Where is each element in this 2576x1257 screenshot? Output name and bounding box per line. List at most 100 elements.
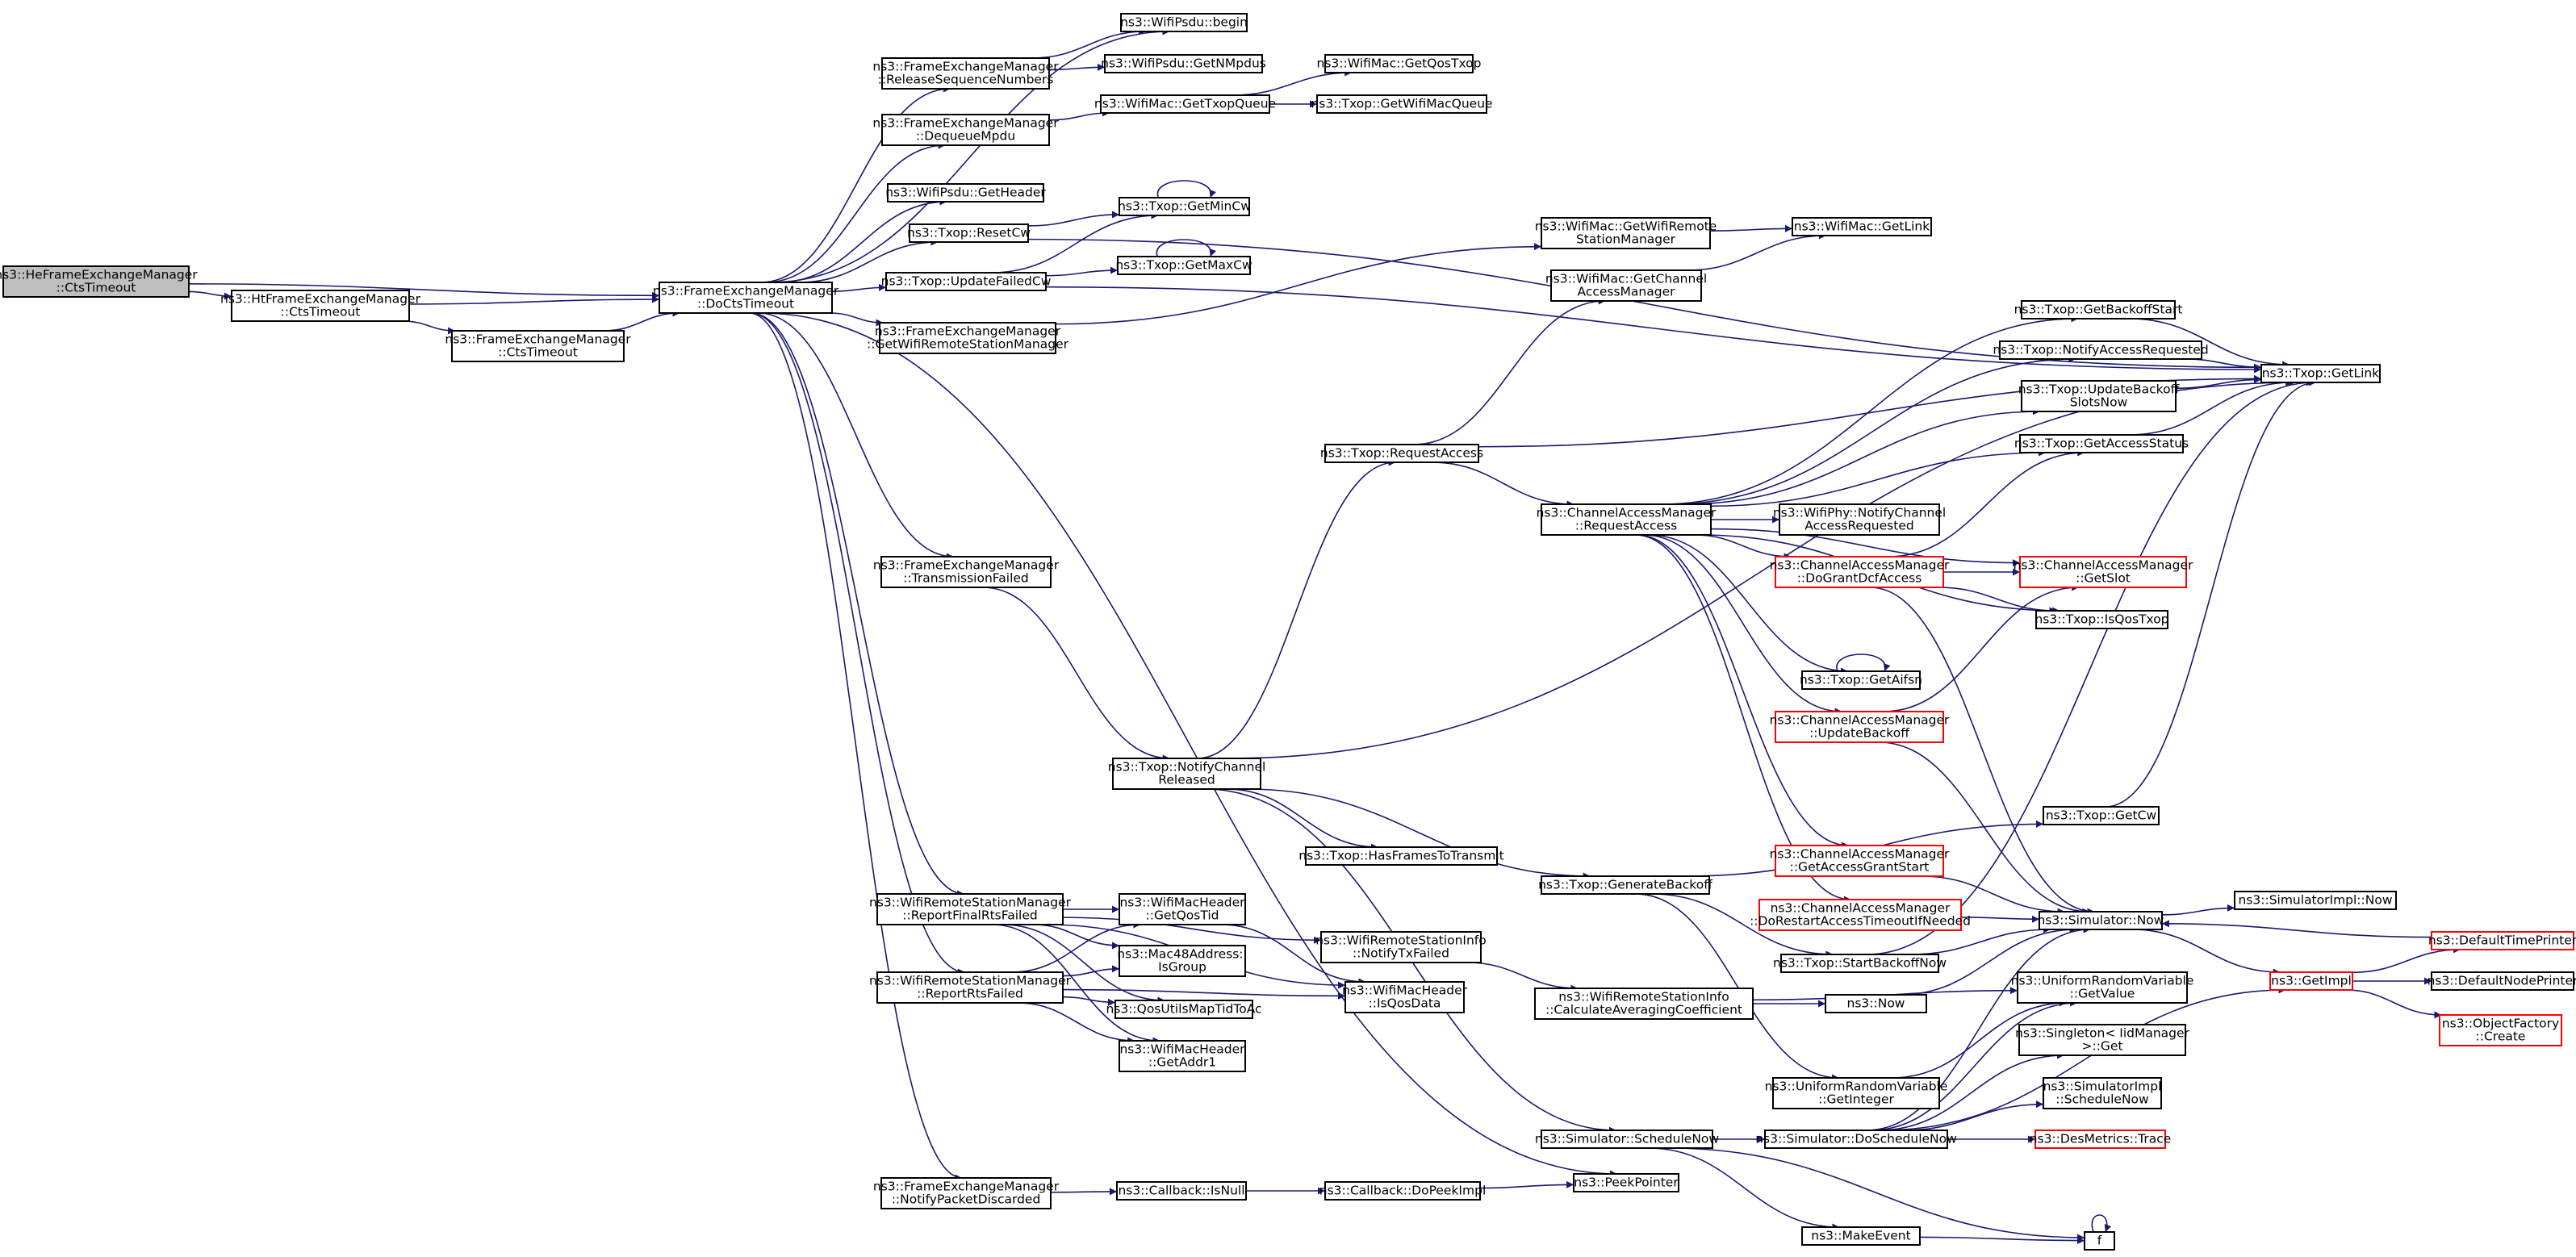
node-dogrant[interactable]: ns3::ChannelAccessManager::DoGrantDcfAcc… (1770, 556, 1950, 588)
node-f[interactable]: f (2084, 1231, 2115, 1251)
node-ns3now[interactable]: ns3::Now (1825, 994, 1927, 1013)
edge-notifychrel-to-genbackoff (1247, 788, 1591, 880)
node-rsmfinalrts[interactable]: ns3::WifiRemoteStationManager::ReportFin… (869, 893, 1072, 925)
node-simimplsched[interactable]: ns3::SimulatorImpl::ScheduleNow (2043, 1077, 2162, 1109)
node-updatefailedcw[interactable]: ns3::Txop::UpdateFailedCw (881, 272, 1052, 291)
edge-docts-to-resetcw (798, 238, 939, 283)
node-label: ::CalculateAveragingCoefficient (1545, 1003, 1742, 1017)
node-getaifsn[interactable]: ns3::Txop::GetAifsn (1800, 670, 1922, 690)
node-getimpl[interactable]: ns3::GetImpl (2269, 971, 2353, 991)
node-psdubegin[interactable]: ns3::WifiPsdu::begin (1120, 13, 1248, 32)
node-getmincw[interactable]: ns3::Txop::GetMinCw (1118, 197, 1251, 216)
node-label: ns3::WifiRemoteStationInfo (1558, 990, 1729, 1004)
node-urvgetint[interactable]: ns3::UniformRandomVariable::GetInteger (1765, 1077, 1948, 1109)
node-box (451, 330, 625, 362)
node-box (2084, 1231, 2115, 1251)
edge-rsmrts-to-getqostid (1011, 921, 1141, 973)
node-getcw[interactable]: ns3::Txop::GetCw (2043, 806, 2160, 825)
node-box (1775, 711, 1944, 743)
node-defaulttimeprinter[interactable]: ns3::DefaultTimePrinter (2428, 931, 2576, 950)
node-getaccstatus[interactable]: ns3::Txop::GetAccessStatus (2014, 434, 2189, 453)
node-getwifimacqueue[interactable]: ns3::Txop::GetWifiMacQueue (1311, 94, 1493, 114)
node-box (1541, 1130, 1713, 1149)
node-simsched[interactable]: ns3::Simulator::ScheduleNow (1535, 1130, 1719, 1149)
node-label: ns3::ObjectFactory (2442, 1017, 2559, 1031)
node-phynotify[interactable]: ns3::WifiPhy::NotifyChannelAccessRequest… (1773, 503, 1946, 536)
node-label: ns3::DefaultNodePrinter (2428, 974, 2576, 988)
node-reqaccess[interactable]: ns3::Txop::RequestAccess (1320, 444, 1483, 463)
edge-rsmfinalrts-to-getaddr1 (992, 924, 1160, 1045)
node-relseq[interactable]: ns3::FrameExchangeManager::ReleaseSequen… (872, 57, 1059, 90)
node-isqostxop[interactable]: ns3::Txop::IsQosTxop (2034, 610, 2169, 629)
node-label: ns3::WifiPsdu::GetHeader (885, 186, 1046, 200)
node-simimplnow[interactable]: ns3::SimulatorImpl::Now (2234, 891, 2397, 910)
node-peekpointer[interactable]: ns3::PeekPointer (1573, 1173, 1679, 1192)
node-getqostxop[interactable]: ns3::WifiMac::GetQosTxop (1317, 54, 1482, 73)
node-getheader[interactable]: ns3::WifiPsdu::GetHeader (885, 183, 1046, 203)
node-qosutils[interactable]: ns3::QosUtilsMapTidToAc (1106, 1000, 1262, 1019)
node-hasframes[interactable]: ns3::Txop::HasFramesToTransmit (1298, 846, 1504, 866)
node-simnow[interactable]: ns3::Simulator::Now (2038, 911, 2164, 930)
node-calcavg[interactable]: ns3::WifiRemoteStationInfo::CalculateAve… (1534, 988, 1754, 1020)
node-makeevent[interactable]: ns3::MakeEvent (1801, 1226, 1921, 1246)
node-box (1541, 217, 1711, 249)
node-gettxopqueue[interactable]: ns3::WifiMac::GetTxopQueue (1094, 94, 1276, 114)
node-getaddr1[interactable]: ns3::WifiMacHeader::GetAddr1 (1119, 1040, 1246, 1072)
node-transfailed[interactable]: ns3::FrameExchangeManager::TransmissionF… (873, 556, 1060, 588)
node-rsmrts[interactable]: ns3::WifiRemoteStationManager::ReportRts… (869, 971, 1072, 1004)
node-getqostid[interactable]: ns3::WifiMacHeader::GetQosTid (1119, 893, 1246, 925)
node-fegetrsm[interactable]: ns3::FrameExchangeManager::GetWifiRemote… (867, 322, 1069, 354)
node-label: ns3::FrameExchangeManager (873, 558, 1060, 573)
edge-camreqaccess-to-getbackoffstart (1660, 315, 2079, 505)
node-root[interactable]: ns3::HeFrameExchangeManager::CtsTimeout (0, 265, 198, 298)
node-isgroup[interactable]: ns3::Mac48Address::IsGroup (1117, 945, 1248, 977)
node-box (2021, 300, 2176, 319)
node-getaccgrant[interactable]: ns3::ChannelAccessManager::GetAccessGran… (1770, 845, 1950, 877)
node-isqosdata[interactable]: ns3::WifiMacHeader::IsQosData (1342, 981, 1468, 1013)
node-getbackoffstart[interactable]: ns3::Txop::GetBackoffStart (2014, 300, 2183, 319)
edge-updatefailedcw-to-getmincw (991, 211, 1159, 274)
node-cbdopeek[interactable]: ns3::Callback::DoPeekImpl (1319, 1181, 1487, 1201)
edge-rsmrts-to-getaddr1 (1017, 1002, 1135, 1045)
node-objfactory[interactable]: ns3::ObjectFactory::Create (2439, 1014, 2562, 1046)
node-macgetlink[interactable]: ns3::WifiMac::GetLink (1792, 217, 1932, 236)
node-getmaxcw[interactable]: ns3::Txop::GetMaxCw (1115, 256, 1252, 275)
node-simdosched[interactable]: ns3::Simulator::DoScheduleNow (1755, 1130, 1957, 1149)
node-label: ns3::MakeEvent (1811, 1229, 1910, 1243)
node-cbisnull[interactable]: ns3::Callback::IsNull (1116, 1181, 1247, 1201)
node-label: ::Create (2476, 1029, 2526, 1044)
node-defaultnodeprinter[interactable]: ns3::DefaultNodePrinter (2428, 971, 2576, 991)
node-camupdbackoff[interactable]: ns3::ChannelAccessManager::UpdateBackoff (1770, 711, 1950, 743)
node-desmetrics[interactable]: ns3::DesMetrics::Trace (2030, 1130, 2172, 1149)
node-label: ns3::WifiMac::GetChannel (1545, 272, 1707, 286)
node-camgetslot[interactable]: ns3::ChannelAccessManager::GetSlot (2014, 556, 2193, 588)
node-label: ::GetQosTid (1146, 908, 1219, 923)
node-dequeue[interactable]: ns3::FrameExchangeManager::DequeueMpdu (872, 114, 1059, 146)
node-label: ns3::UniformRandomVariable (2011, 974, 2194, 988)
node-genbackoff[interactable]: ns3::Txop::GenerateBackoff (1538, 875, 1712, 895)
node-urvgetvalue[interactable]: ns3::UniformRandomVariable::GetValue (2011, 971, 2194, 1004)
node-startbackoff[interactable]: ns3::Txop::StartBackoffNow (1773, 954, 1947, 973)
node-box (1758, 899, 1962, 931)
node-label: ns3::HtFrameExchangeManager (220, 292, 421, 307)
node-label: AccessManager (1577, 285, 1675, 299)
node-notifypktdisc[interactable]: ns3::FrameExchangeManager::NotifyPacketD… (873, 1177, 1060, 1209)
node-macgetrsm[interactable]: ns3::WifiMac::GetWifiRemoteStationManage… (1535, 217, 1717, 249)
node-camreqaccess[interactable]: ns3::ChannelAccessManager::RequestAccess (1537, 503, 1717, 536)
node-htcts[interactable]: ns3::HtFrameExchangeManager::CtsTimeout (220, 290, 421, 322)
node-getnmpdus[interactable]: ns3::WifiPsdu::GetNMpdus (1101, 54, 1266, 73)
node-fects[interactable]: ns3::FrameExchangeManager::CtsTimeout (445, 330, 631, 362)
node-dorestart[interactable]: ns3::ChannelAccessManager::DoRestartAcce… (1750, 899, 1971, 931)
node-notifytxfailed[interactable]: ns3::WifiRemoteStationInfo::NotifyTxFail… (1315, 931, 1487, 963)
node-resetcw[interactable]: ns3::Txop::ResetCw (907, 223, 1031, 243)
node-txopgetlink[interactable]: ns3::Txop::GetLink (2260, 364, 2381, 383)
node-label: ::DoGrantDcfAccess (1797, 571, 1922, 586)
node-docts[interactable]: ns3::FrameExchangeManager::DoCtsTimeout (653, 282, 839, 314)
edge-transfailed-to-notifychrel (982, 587, 1170, 762)
node-singletonget[interactable]: ns3::Singleton< IidManager>::Get (2015, 1024, 2190, 1056)
node-box (1119, 197, 1250, 216)
node-notifyaccreq[interactable]: ns3::Txop::NotifyAccessRequested (1993, 340, 2209, 360)
